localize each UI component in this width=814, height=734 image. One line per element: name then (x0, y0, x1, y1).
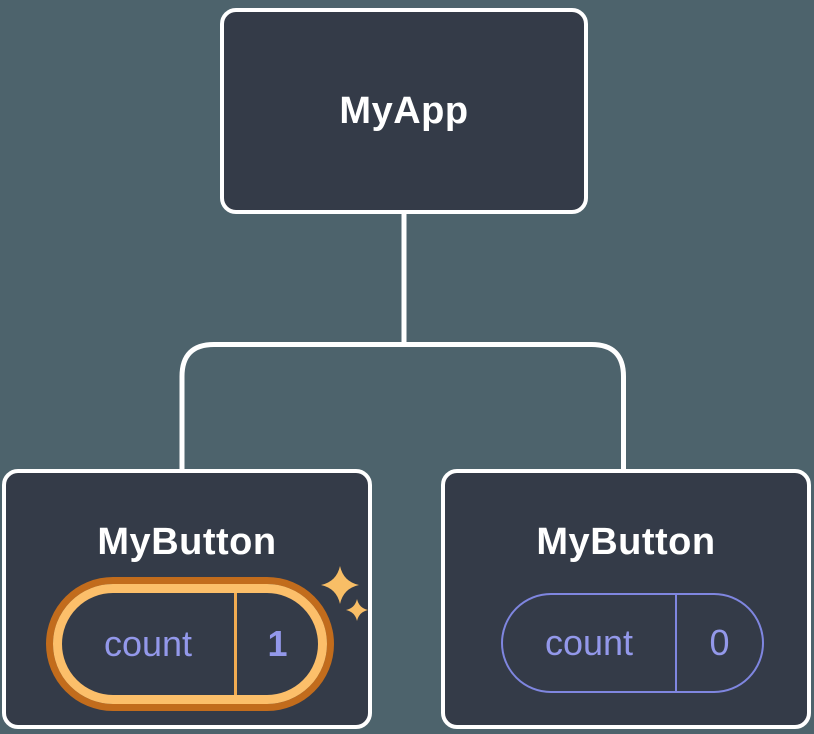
sparkle-icon (321, 566, 368, 621)
state-value: 0 (675, 595, 762, 691)
node-mybutton-left-label: MyButton (97, 521, 277, 563)
node-mybutton-right: MyButton count 0 (441, 469, 811, 729)
state-name: count (103, 623, 193, 664)
node-myapp-label: MyApp (339, 89, 469, 132)
state-value: 1 (234, 593, 318, 695)
node-mybutton-left: MyButton count 1 (2, 469, 372, 729)
node-mybutton-right-label: MyButton (536, 521, 716, 563)
state-pill: count 0 (501, 593, 764, 693)
state-pill-highlighted: count 1 (53, 584, 327, 704)
state-name: count (544, 622, 634, 663)
node-myapp: MyApp (220, 8, 588, 214)
